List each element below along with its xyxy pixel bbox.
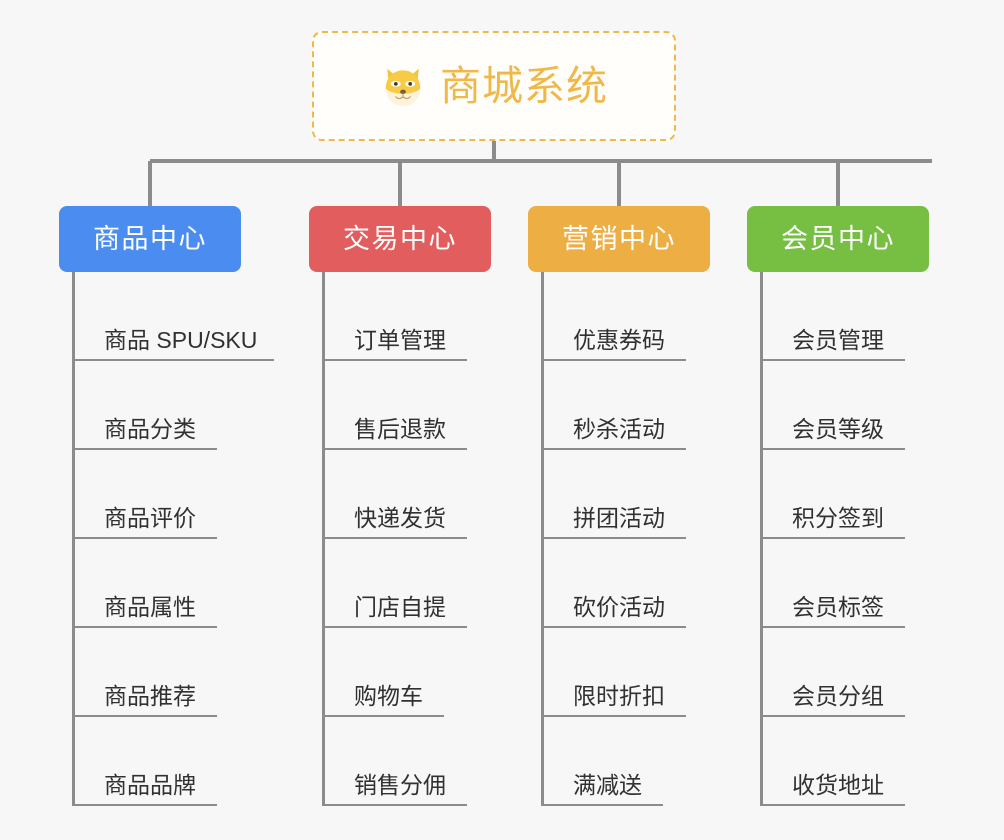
leaf-label: 会员等级 bbox=[792, 416, 884, 442]
branch-spine bbox=[322, 272, 325, 806]
leaf-label: 销售分佣 bbox=[354, 772, 446, 798]
leaf-label: 会员管理 bbox=[792, 327, 884, 353]
leaf-label: 门店自提 bbox=[354, 594, 446, 620]
category-node-marketing-center[interactable]: 营销中心 bbox=[528, 206, 710, 272]
leaf-node[interactable]: 会员等级 bbox=[760, 361, 905, 450]
leaf-label: 优惠券码 bbox=[573, 327, 665, 353]
leaf-label: 商品品牌 bbox=[104, 772, 196, 798]
leaf-label: 售后退款 bbox=[354, 416, 446, 442]
leaf-node[interactable]: 秒杀活动 bbox=[541, 361, 686, 450]
root-title: 商城系统 bbox=[440, 62, 608, 109]
leaf-underline bbox=[322, 626, 467, 628]
leaf-node[interactable]: 满减送 bbox=[541, 717, 663, 806]
leaf-node[interactable]: 购物车 bbox=[322, 628, 444, 717]
leaf-node[interactable]: 商品分类 bbox=[72, 361, 217, 450]
leaf-underline bbox=[760, 715, 905, 717]
leaf-node[interactable]: 门店自提 bbox=[322, 539, 467, 628]
leaf-label: 拼团活动 bbox=[573, 505, 665, 531]
leaf-node[interactable]: 会员管理 bbox=[760, 272, 905, 361]
leaf-underline bbox=[760, 359, 905, 361]
leaf-node[interactable]: 快递发货 bbox=[322, 450, 467, 539]
leaf-node[interactable]: 商品推荐 bbox=[72, 628, 217, 717]
shiba-dog-face-icon bbox=[385, 68, 421, 107]
leaf-label: 限时折扣 bbox=[573, 683, 665, 709]
leaf-node[interactable]: 商品 SPU/SKU bbox=[72, 272, 274, 361]
category-node-trade-center[interactable]: 交易中心 bbox=[309, 206, 491, 272]
leaf-underline bbox=[541, 626, 686, 628]
leaf-underline bbox=[322, 804, 467, 806]
leaf-node[interactable]: 订单管理 bbox=[322, 272, 467, 361]
leaf-node[interactable]: 会员分组 bbox=[760, 628, 905, 717]
leaf-underline bbox=[322, 715, 444, 717]
leaf-underline bbox=[72, 804, 217, 806]
leaf-underline bbox=[72, 715, 217, 717]
leaf-node[interactable]: 限时折扣 bbox=[541, 628, 686, 717]
leaf-node[interactable]: 会员标签 bbox=[760, 539, 905, 628]
leaf-node[interactable]: 积分签到 bbox=[760, 450, 905, 539]
branch-spine bbox=[760, 272, 763, 806]
leaf-label: 订单管理 bbox=[354, 327, 446, 353]
leaf-underline bbox=[541, 448, 686, 450]
leaf-underline bbox=[72, 626, 217, 628]
leaf-label: 商品属性 bbox=[104, 594, 196, 620]
leaf-node[interactable]: 销售分佣 bbox=[322, 717, 467, 806]
category-label: 会员中心 bbox=[781, 223, 895, 254]
leaf-node[interactable]: 砍价活动 bbox=[541, 539, 686, 628]
branch-spine bbox=[72, 272, 75, 806]
leaf-underline bbox=[760, 448, 905, 450]
leaf-label: 商品评价 bbox=[104, 505, 196, 531]
category-label: 商品中心 bbox=[93, 223, 207, 254]
branch-spine bbox=[541, 272, 544, 806]
category-label: 营销中心 bbox=[562, 223, 676, 254]
leaf-underline bbox=[322, 537, 467, 539]
leaf-label: 商品 SPU/SKU bbox=[104, 327, 258, 353]
leaf-label: 满减送 bbox=[573, 772, 642, 798]
leaf-node[interactable]: 售后退款 bbox=[322, 361, 467, 450]
leaf-label: 商品分类 bbox=[104, 416, 196, 442]
leaf-node[interactable]: 商品评价 bbox=[72, 450, 217, 539]
leaf-underline bbox=[72, 448, 217, 450]
leaf-node[interactable]: 收货地址 bbox=[760, 717, 905, 806]
leaf-label: 收货地址 bbox=[792, 772, 884, 798]
leaf-label: 秒杀活动 bbox=[573, 416, 665, 442]
root-node[interactable]: 商城系统 bbox=[312, 31, 676, 141]
leaf-label: 商品推荐 bbox=[104, 683, 196, 709]
leaf-underline bbox=[541, 359, 686, 361]
leaf-label: 购物车 bbox=[354, 683, 423, 709]
category-node-member-center[interactable]: 会员中心 bbox=[747, 206, 929, 272]
leaf-label: 砍价活动 bbox=[573, 594, 665, 620]
leaf-underline bbox=[541, 537, 686, 539]
leaf-node[interactable]: 优惠券码 bbox=[541, 272, 686, 361]
leaf-label: 快递发货 bbox=[354, 505, 446, 531]
leaf-underline bbox=[760, 804, 905, 806]
leaf-node[interactable]: 商品品牌 bbox=[72, 717, 217, 806]
leaf-node[interactable]: 商品属性 bbox=[72, 539, 217, 628]
leaf-label: 会员分组 bbox=[792, 683, 884, 709]
leaf-node[interactable]: 拼团活动 bbox=[541, 450, 686, 539]
leaf-underline bbox=[541, 715, 686, 717]
leaf-label: 会员标签 bbox=[792, 594, 884, 620]
leaf-underline bbox=[322, 359, 467, 361]
category-node-product-center[interactable]: 商品中心 bbox=[59, 206, 241, 272]
leaf-underline bbox=[760, 626, 905, 628]
leaf-underline bbox=[72, 359, 274, 361]
leaf-underline bbox=[72, 537, 217, 539]
category-label: 交易中心 bbox=[343, 223, 457, 254]
leaf-underline bbox=[322, 448, 467, 450]
leaf-underline bbox=[760, 537, 905, 539]
leaf-underline bbox=[541, 804, 663, 806]
leaf-label: 积分签到 bbox=[792, 505, 884, 531]
